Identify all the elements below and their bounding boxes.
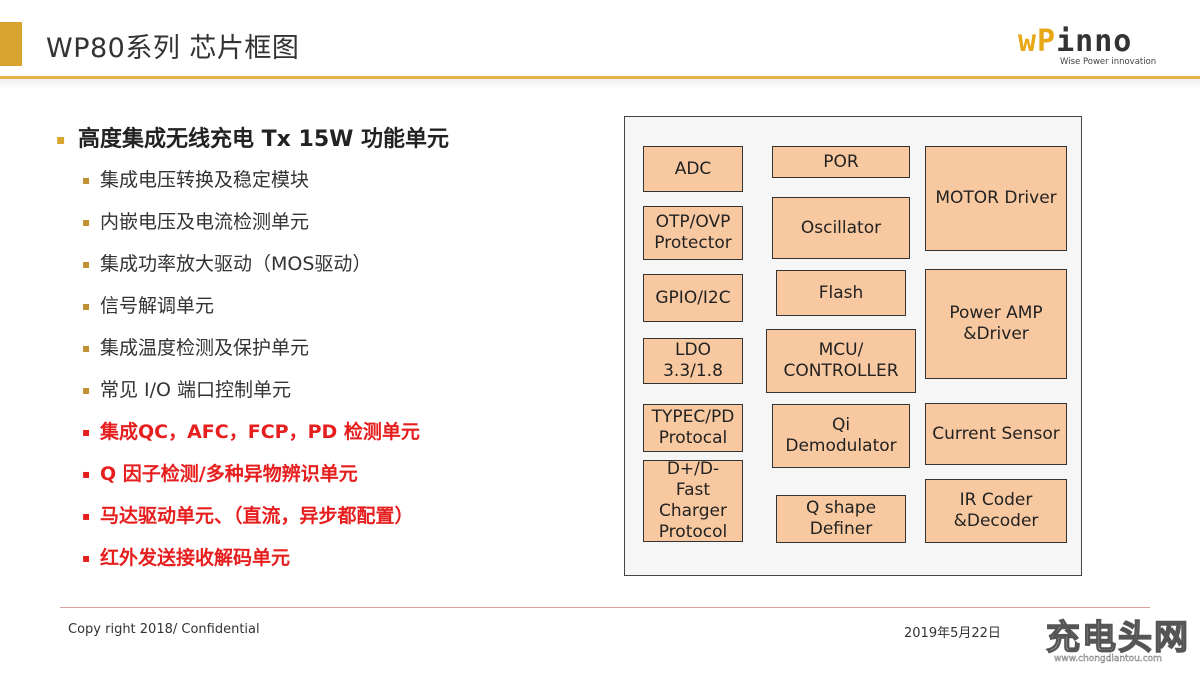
block-label: ADC (674, 158, 712, 179)
block-label: POR (823, 151, 859, 172)
block-label: OTP/OVP (655, 212, 731, 232)
bullet-marker: ▪ (82, 341, 91, 355)
block-gpio-i2c: GPIO/I2C (643, 274, 743, 322)
block-label: Power AMP (949, 303, 1043, 323)
feature-item-text: 集成QC，AFC，FCP，PD 检测单元 (100, 421, 420, 443)
block-label: Charger (658, 501, 727, 521)
title-divider-shadow (0, 79, 1200, 89)
logo-mark-a: wP (1018, 24, 1057, 59)
block-label: Demodulator (785, 436, 897, 456)
logo-mark-b: inno (1056, 24, 1133, 59)
bullet-marker: ▪ (82, 467, 91, 481)
feature-item-highlight: ▪ 红外发送接收解码单元 (82, 540, 596, 582)
block-label: GPIO/I2C (655, 287, 731, 308)
feature-item: ▪ 集成功率放大驱动（MOS驱动） (82, 246, 596, 288)
logo-tagline: Wise Power innovation (1060, 57, 1157, 67)
block-label: Flash (818, 282, 864, 303)
block-mcu-controller: MCU/CONTROLLER (766, 329, 916, 393)
block-label: Fast (675, 480, 711, 500)
block-label: MOTOR Driver (935, 188, 1057, 208)
bullet-marker: ▪ (82, 509, 91, 523)
feature-item-text: 集成功率放大驱动（MOS驱动） (100, 253, 372, 275)
logo-mark: wPinno (1018, 26, 1132, 58)
block-label: Q shape (805, 498, 877, 518)
block-label: D+/D- (666, 459, 720, 479)
block-motor-driver: MOTOR Driver (925, 146, 1067, 251)
block-label: Qi (831, 415, 851, 435)
feature-item-highlight: ▪ 马达驱动单元、（直流，异步都配置） (82, 498, 596, 540)
block-label: CONTROLLER (783, 361, 899, 381)
block-label: LDO (675, 340, 711, 360)
bullet-marker: ▪ (82, 173, 91, 187)
block-adc: ADC (643, 146, 743, 192)
block-label: Current Sensor (932, 423, 1060, 444)
feature-item: ▪ 信号解调单元 (82, 288, 596, 330)
block-power-amp: Power AMP&Driver (925, 269, 1067, 379)
title-divider (0, 76, 1200, 79)
feature-item-text: 集成电压转换及稳定模块 (100, 169, 310, 191)
feature-item-text: 马达驱动单元、（直流，异步都配置） (100, 505, 414, 527)
bullet-marker: ▪ (82, 425, 91, 439)
feature-heading: ▪ 高度集成无线充电 Tx 15W 功能单元 (56, 122, 596, 162)
feature-list: ▪ 高度集成无线充电 Tx 15W 功能单元 ▪ 集成电压转换及稳定模块 ▪ 内嵌电… (56, 122, 596, 582)
footer-date: 2019年5月22日 (904, 626, 1001, 641)
block-label: &Driver (963, 324, 1029, 344)
feature-item: ▪ 集成电压转换及稳定模块 (82, 162, 596, 204)
block-current-sensor: Current Sensor (925, 403, 1067, 465)
block-flash: Flash (776, 270, 906, 316)
block-label: IR Coder (959, 490, 1033, 510)
feature-item: ▪ 集成温度检测及保护单元 (82, 330, 596, 372)
bullet-marker: ▪ (82, 299, 91, 313)
block-label: 3.3/1.8 (663, 361, 723, 381)
site-watermark: 充电头网 www.chongdiantou.com (1045, 610, 1196, 670)
block-label: Protector (654, 233, 732, 253)
footer-divider (60, 607, 1150, 608)
bullet-marker: ▪ (56, 132, 66, 148)
feature-item-highlight: ▪ Q 因子检测/多种异物辨识单元 (82, 456, 596, 498)
block-label: Protocal (658, 428, 728, 448)
block-label: TYPEC/PD (651, 407, 735, 427)
watermark-url: www.chongdiantou.com (1054, 654, 1162, 664)
feature-item: ▪ 内嵌电压及电流检测单元 (82, 204, 596, 246)
bullet-marker: ▪ (82, 551, 91, 565)
block-label: MCU/ (818, 340, 864, 360)
bullet-marker: ▪ (82, 257, 91, 271)
bullet-marker: ▪ (82, 215, 91, 229)
block-label: Definer (809, 519, 873, 539)
block-ir-coder: IR Coder&Decoder (925, 479, 1067, 543)
feature-item-text: Q 因子检测/多种异物辨识单元 (100, 463, 358, 485)
title-accent-bar (0, 22, 22, 66)
feature-item: ▪ 常见 I/O 端口控制单元 (82, 372, 596, 414)
block-label: Oscillator (800, 217, 882, 238)
feature-item-highlight: ▪ 集成QC，AFC，FCP，PD 检测单元 (82, 414, 596, 456)
feature-item-text: 集成温度检测及保护单元 (100, 337, 310, 359)
block-oscillator: Oscillator (772, 197, 910, 259)
footer-copyright: Copy right 2018/ Confidential (68, 622, 260, 637)
feature-item-text: 常见 I/O 端口控制单元 (100, 379, 292, 401)
block-por: POR (772, 146, 910, 178)
feature-item-text: 红外发送接收解码单元 (100, 547, 291, 569)
company-logo: wPinno Wise Power innovation (1018, 26, 1186, 70)
bullet-marker: ▪ (82, 383, 91, 397)
block-label: &Decoder (953, 511, 1039, 531)
slide-title: WP80系列 芯片框图 (46, 33, 300, 64)
watermark-text: 充电头网 (1045, 617, 1190, 658)
feature-item-text: 内嵌电压及电流检测单元 (100, 211, 310, 233)
block-label: Protocol (658, 522, 728, 542)
feature-item-text: 信号解调单元 (100, 295, 215, 317)
feature-heading-text: 高度集成无线充电 Tx 15W 功能单元 (78, 127, 450, 152)
